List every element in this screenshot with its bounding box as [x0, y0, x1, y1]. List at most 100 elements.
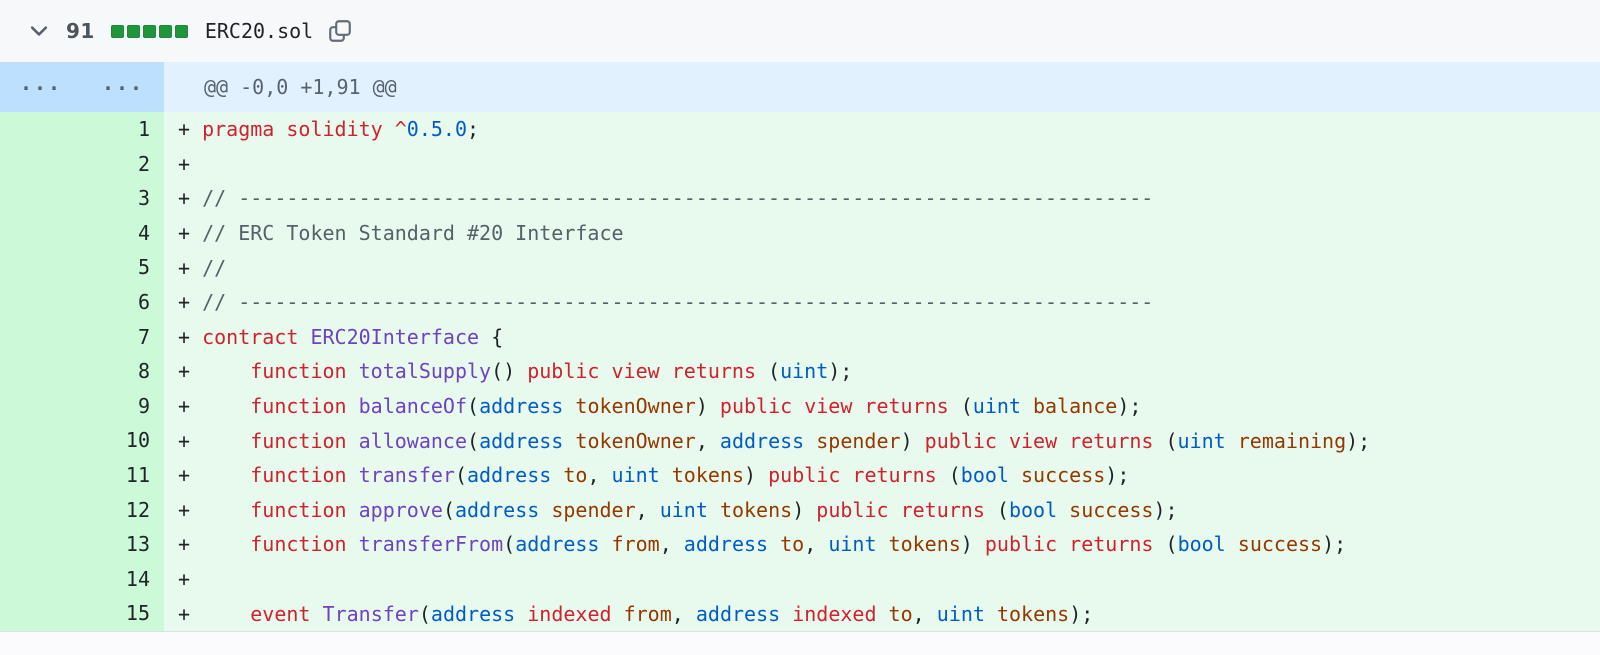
- code-line-content: +: [164, 152, 1600, 176]
- code-token: [298, 325, 310, 349]
- old-line-number[interactable]: [0, 285, 83, 320]
- line-gutter: 15: [0, 596, 164, 631]
- new-line-number[interactable]: 10: [125, 428, 150, 453]
- old-line-number[interactable]: [0, 354, 83, 389]
- new-line-number[interactable]: 15: [125, 601, 150, 626]
- code-token: transfer: [358, 463, 455, 488]
- code-token: [563, 429, 575, 453]
- code-token: function: [250, 532, 347, 557]
- new-line-number[interactable]: 3: [137, 186, 150, 211]
- code-token: address: [719, 428, 805, 453]
- old-line-number[interactable]: [0, 147, 83, 182]
- code-token: [347, 394, 359, 418]
- diff-line: 8+ function totalSupply() public view re…: [0, 354, 1600, 389]
- old-line-number[interactable]: [0, 250, 83, 285]
- code-token: address: [479, 394, 564, 419]
- code-token: to: [563, 463, 588, 488]
- code-token: (: [467, 394, 480, 419]
- old-line-number[interactable]: [0, 596, 83, 631]
- diff-line: 9+ function balanceOf(address tokenOwner…: [0, 388, 1600, 424]
- code-token: address: [430, 601, 516, 626]
- new-line-number[interactable]: 2: [137, 151, 150, 176]
- copy-file-path-button[interactable]: [327, 18, 353, 44]
- code-token: success: [1069, 497, 1154, 522]
- addition-marker: +: [178, 567, 191, 592]
- code-token: tokens: [996, 601, 1070, 626]
- old-line-number[interactable]: [0, 458, 83, 493]
- old-line-number[interactable]: [0, 320, 83, 355]
- new-line-number[interactable]: 8: [137, 359, 150, 384]
- new-line-number[interactable]: 13: [125, 532, 150, 557]
- code-token: [599, 532, 611, 556]
- old-line-number[interactable]: [0, 181, 83, 216]
- code-token: );: [1153, 497, 1178, 522]
- code-token: [202, 359, 250, 383]
- addition-marker: +: [178, 359, 203, 384]
- code-token: ,: [671, 601, 696, 626]
- code-token: [1226, 532, 1238, 556]
- new-line-number[interactable]: 7: [137, 324, 150, 349]
- old-line-number[interactable]: [0, 112, 83, 147]
- diffstat-addition-block: [126, 24, 140, 38]
- code-token: [310, 602, 322, 626]
- code-token: (: [418, 601, 431, 626]
- filename-link[interactable]: ERC20.sol: [204, 19, 314, 43]
- diff-line: 11+ function transfer(address to, uint t…: [0, 457, 1600, 493]
- diff-line: 2+: [0, 146, 1600, 182]
- code-token: uint: [972, 394, 1021, 419]
- old-line-number[interactable]: [0, 493, 83, 528]
- code-token: );: [1322, 532, 1347, 557]
- code-token: [347, 463, 359, 487]
- code-token: uint: [611, 463, 660, 488]
- code-token: {: [479, 324, 504, 349]
- new-line-number[interactable]: 12: [125, 497, 150, 522]
- code-line-content: + // -----------------------------------…: [164, 186, 1600, 210]
- old-line-number[interactable]: [0, 527, 83, 562]
- code-token: public returns: [768, 463, 937, 488]
- addition-marker: +: [178, 151, 191, 176]
- new-line-number[interactable]: 6: [137, 289, 150, 314]
- new-line-number[interactable]: 9: [137, 393, 150, 418]
- collapse-file-button[interactable]: [28, 20, 50, 42]
- code-token: indexed: [527, 601, 612, 626]
- code-token: ,: [659, 532, 684, 557]
- code-token: public view returns: [924, 428, 1154, 453]
- code-token: [660, 463, 672, 487]
- new-line-number[interactable]: 4: [137, 220, 150, 245]
- code-token: address: [479, 428, 564, 453]
- code-token: uint: [828, 532, 877, 557]
- old-line-number[interactable]: [0, 389, 83, 424]
- code-line-content: + // ERC Token Standard #20 Interface: [164, 221, 1600, 245]
- code-line-content: + function approve(address spender, uint…: [164, 498, 1600, 522]
- old-line-number[interactable]: [0, 562, 83, 597]
- code-token: [551, 463, 563, 487]
- line-gutter: 14: [0, 561, 164, 597]
- code-token: ): [744, 463, 769, 488]
- code-token: address: [515, 532, 600, 557]
- code-token: (: [467, 428, 480, 453]
- code-token: address: [454, 497, 540, 522]
- code-token: [347, 532, 359, 556]
- line-gutter: 4: [0, 215, 164, 251]
- new-line-number[interactable]: 5: [137, 255, 150, 280]
- code-token: (: [984, 497, 1009, 522]
- code-token: // -------------------------------------…: [202, 290, 1154, 315]
- code-token: ,: [635, 497, 660, 522]
- new-line-number[interactable]: 11: [125, 462, 150, 487]
- line-gutter: 8: [0, 354, 164, 389]
- diff-line: 3 + // ----------------------------------…: [0, 181, 1600, 216]
- new-line-number[interactable]: 14: [125, 566, 150, 591]
- new-line-number[interactable]: 1: [137, 117, 150, 141]
- code-token: allowance: [358, 428, 468, 453]
- diff-line: 10+ function allowance(address tokenOwne…: [0, 423, 1600, 458]
- code-line-content: + pragma solidity ^0.5.0;: [164, 117, 1600, 141]
- old-line-number[interactable]: [0, 423, 83, 458]
- line-gutter: 3: [0, 181, 164, 216]
- code-token: [780, 602, 792, 626]
- code-token: function: [250, 394, 347, 419]
- old-line-number[interactable]: [0, 216, 83, 251]
- code-token: spender: [551, 497, 636, 522]
- diffstat-addition-block: [174, 24, 188, 38]
- code-token: tokens: [888, 532, 961, 557]
